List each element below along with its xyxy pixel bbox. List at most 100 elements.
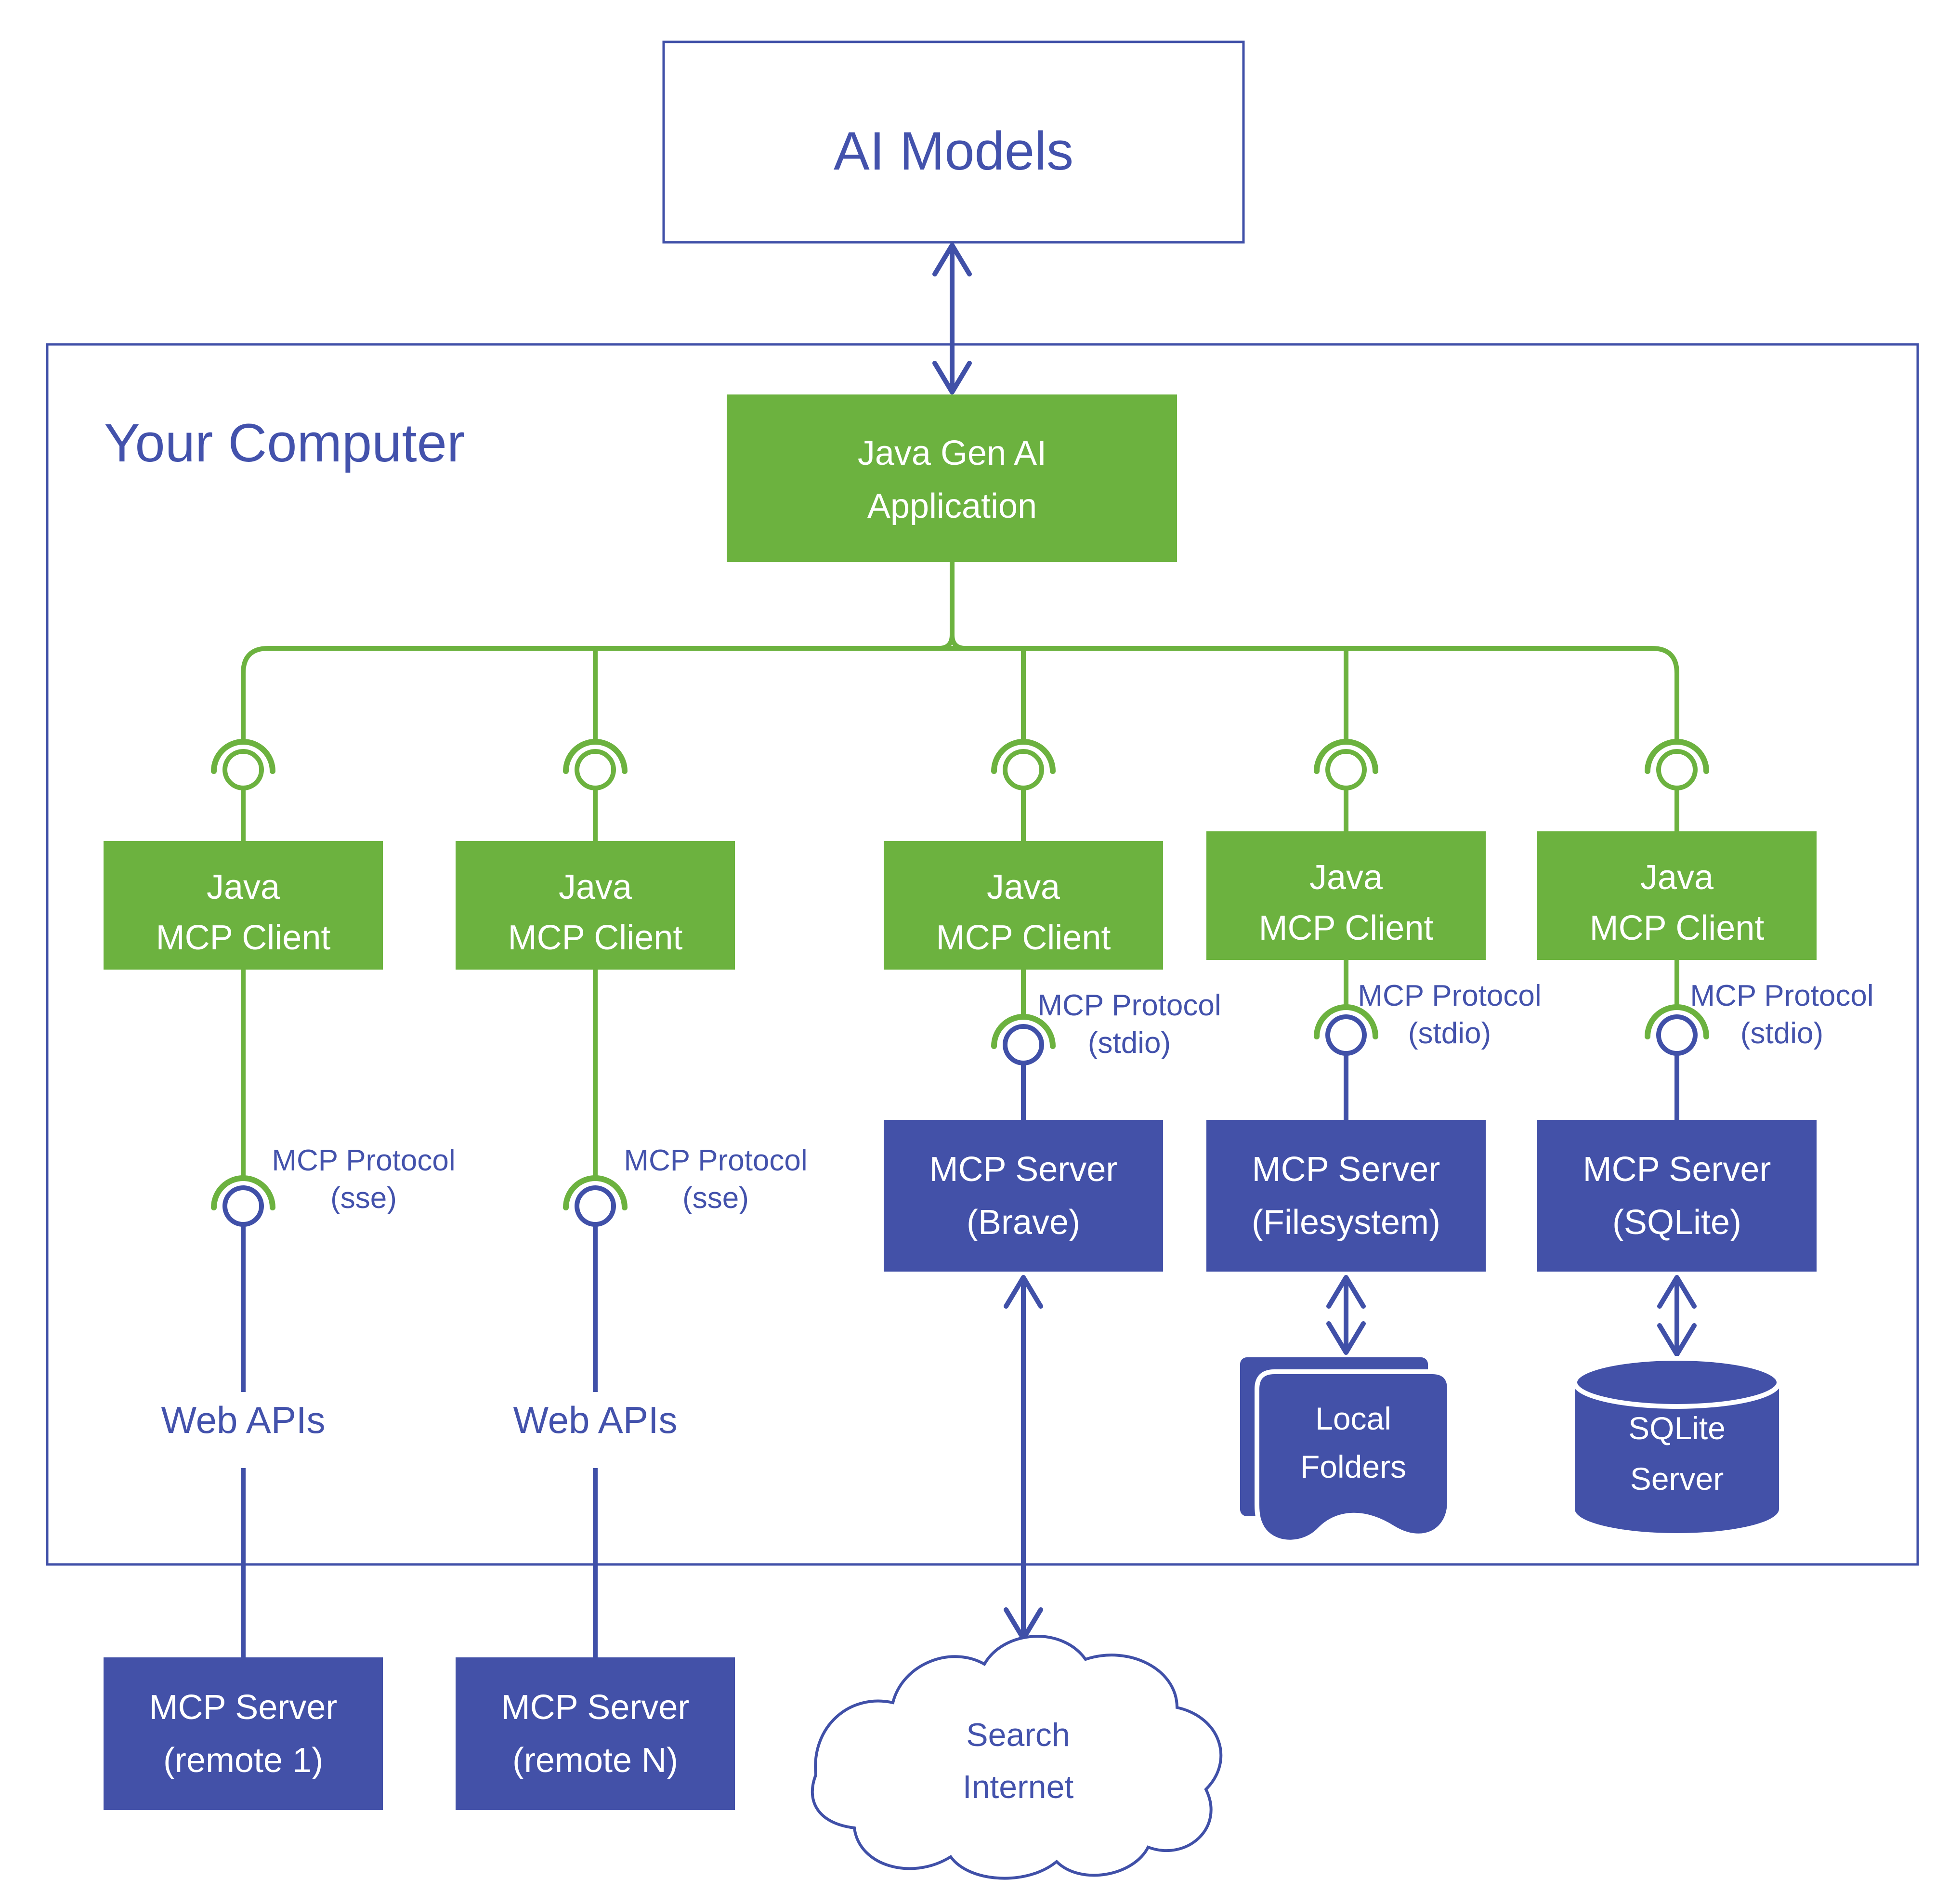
socket-ball-icon [1656, 1014, 1698, 1056]
client-node-4: Java MCP Client [1206, 831, 1486, 960]
arrow-up-icon [932, 243, 972, 276]
local-folders-label-1: Local [1315, 1401, 1391, 1436]
socket-arc-icon [563, 1175, 628, 1210]
client-box [104, 841, 383, 970]
protocol-line-1: MCP Protocol [1358, 979, 1541, 1012]
client-label-1: Java [559, 868, 632, 906]
socket-arc-icon [1645, 1004, 1709, 1039]
client-label-1: Java [1309, 858, 1383, 897]
socket-ball-icon [575, 1185, 616, 1227]
socket-icon [1314, 739, 1378, 790]
socket-icon-sse [211, 1175, 275, 1227]
local-folders-icon: Local Folders [1240, 1357, 1452, 1545]
server-label-1: MCP Server [929, 1150, 1118, 1189]
socket-icon-stdio [1314, 1004, 1378, 1056]
cylinder-body [1575, 1382, 1779, 1533]
cloud-label-1: Search [966, 1717, 1070, 1753]
client-node-2: Java MCP Client [456, 841, 735, 970]
socket-icon [991, 739, 1056, 790]
client-box [456, 841, 735, 970]
protocol-line-1: MCP Protocol [1690, 979, 1873, 1012]
client-node-1: Java MCP Client [104, 841, 383, 970]
socket-icon-sse [563, 1175, 628, 1227]
client-label-2: MCP Client [1259, 909, 1434, 947]
protocol-line-1: MCP Protocol [272, 1144, 455, 1177]
web-apis-label-2: Web APIs [513, 1399, 677, 1441]
arrow-up-icon [1004, 1275, 1043, 1309]
server-node-remote-1: MCP Server (remote 1) [104, 1657, 383, 1810]
server-label-2: (Brave) [967, 1203, 1080, 1242]
server-label-1: MCP Server [1252, 1150, 1440, 1189]
socket-arc-icon [1314, 1004, 1378, 1039]
sqlite-db-label-1: SQLite [1628, 1410, 1726, 1446]
ai-models-label: AI Models [834, 121, 1073, 181]
client-label-2: MCP Client [156, 919, 331, 957]
cloud-icon [811, 1635, 1223, 1880]
client-label-2: MCP Client [1590, 909, 1765, 947]
socket-arc-icon [1314, 739, 1378, 774]
protocol-label-stdio-1: MCP Protocol (stdio) [1037, 989, 1221, 1060]
arrow-down-icon [1657, 1323, 1697, 1357]
socket-arc-icon [1645, 739, 1709, 774]
socket-icon [211, 739, 275, 790]
protocol-label-stdio-2: MCP Protocol (stdio) [1358, 979, 1541, 1050]
sqlite-db-arrow [1657, 1275, 1697, 1357]
green-connector-tree [241, 562, 1679, 1180]
server-label-2: (SQLite) [1612, 1203, 1741, 1242]
arrow-up-icon [1657, 1275, 1697, 1309]
server-label-1: MCP Server [501, 1688, 690, 1727]
folder-front-panel [1255, 1369, 1452, 1545]
search-internet-cloud: Search Internet [811, 1635, 1223, 1880]
protocol-line-2: (stdio) [1740, 1017, 1823, 1050]
gen-ai-app-box [727, 394, 1177, 562]
ai-models-box [662, 40, 1245, 244]
client-label-1: Java [1640, 858, 1714, 897]
server-label-1: MCP Server [149, 1688, 338, 1727]
protocol-line-2: (sse) [682, 1182, 749, 1215]
client-node-5: Java MCP Client [1537, 831, 1817, 960]
protocol-label-sse-1: MCP Protocol (sse) [272, 1144, 455, 1215]
socket-ball-icon [222, 1185, 264, 1227]
socket-icon [1645, 739, 1709, 790]
arrow-up-icon [1326, 1275, 1366, 1309]
gen-ai-app-node: Java Gen AI Application [727, 394, 1177, 562]
client-node-3: Java MCP Client [884, 841, 1163, 970]
socket-arc-icon [991, 739, 1056, 774]
server-box [456, 1657, 735, 1810]
socket-arc-icon [211, 1175, 275, 1210]
server-label-1: MCP Server [1583, 1150, 1771, 1189]
protocol-line-1: MCP Protocol [1037, 989, 1221, 1022]
server-node-remote-n: MCP Server (remote N) [456, 1657, 735, 1810]
client-label-1: Java [987, 868, 1060, 906]
server-box [104, 1657, 383, 1810]
blue-connector-lines [241, 1054, 1679, 1657]
socket-ball-icon [1003, 1024, 1044, 1065]
sqlite-db-label-2: Server [1630, 1461, 1724, 1497]
socket-ball-icon [575, 749, 616, 790]
client-label-2: MCP Client [936, 919, 1111, 957]
socket-icon [563, 739, 628, 790]
protocol-line-1: MCP Protocol [624, 1144, 807, 1177]
server-node-filesystem: MCP Server (Filesystem) [1206, 1120, 1486, 1272]
socket-arc-icon [991, 1014, 1056, 1049]
client-box [1537, 831, 1817, 960]
socket-icon-stdio [1645, 1004, 1709, 1056]
ai-app-arrow [932, 243, 972, 394]
protocol-line-2: (stdio) [1088, 1026, 1171, 1060]
server-box [884, 1120, 1163, 1272]
cloud-label-2: Internet [963, 1769, 1074, 1805]
protocol-label-stdio-3: MCP Protocol (stdio) [1690, 979, 1873, 1050]
socket-ball-icon [1656, 749, 1698, 790]
server-box [1537, 1120, 1817, 1272]
web-apis-label-1: Web APIs [161, 1399, 325, 1441]
filesystem-folders-arrow [1326, 1275, 1366, 1355]
socket-icon-stdio [991, 1014, 1056, 1065]
socket-arc-icon [211, 739, 275, 774]
server-label-2: (remote 1) [163, 1741, 323, 1780]
server-label-2: (remote N) [512, 1741, 678, 1780]
server-node-brave: MCP Server (Brave) [884, 1120, 1163, 1272]
socket-ball-icon [222, 749, 264, 790]
socket-ball-icon [1325, 749, 1367, 790]
